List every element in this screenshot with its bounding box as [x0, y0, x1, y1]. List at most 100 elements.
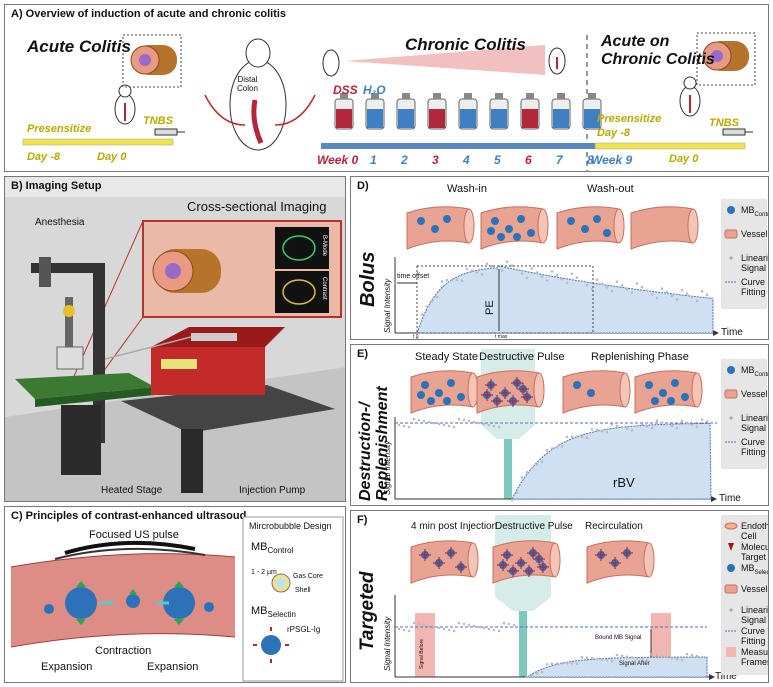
- legend-label: MBSelectin: [741, 563, 768, 576]
- signal-point: [495, 267, 499, 271]
- bottle-icon: [458, 93, 478, 130]
- focused-us-label: Focused US pulse: [89, 529, 179, 541]
- signal-point: [512, 623, 516, 627]
- signal-point: [555, 446, 559, 449]
- signal-point: [515, 491, 519, 494]
- recirculation-label: Recirculation: [585, 521, 643, 532]
- signal-point: [595, 428, 599, 432]
- signal-point: [455, 278, 459, 282]
- signal-point: [665, 291, 669, 294]
- signal-point: [447, 424, 451, 428]
- aoc-colon-inset: [696, 32, 756, 86]
- acute-timeline: [22, 138, 174, 146]
- bottle-icon: [396, 93, 416, 130]
- presensitize-label-2: Presensitize: [597, 113, 662, 125]
- expansion-label-2: Expansion: [147, 661, 199, 673]
- heated-stage-icon: [15, 373, 155, 475]
- mb-control-icon: [421, 381, 429, 389]
- bottle-icon: [365, 93, 385, 130]
- cross-section-inset: [70, 220, 342, 384]
- signal-point: [530, 673, 534, 677]
- signal-point: [520, 476, 524, 479]
- mb-control-label: MBControl: [251, 541, 293, 555]
- mb-selectin-icon: [533, 553, 545, 565]
- mb-selectin-sub: Selectin: [267, 610, 296, 620]
- signal-point: [437, 626, 441, 630]
- legend-label: Linearized Signal: [741, 413, 769, 433]
- injection-pump-icon: [121, 327, 335, 493]
- signal-after-label: Signal After: [619, 661, 650, 667]
- signal-point: [655, 419, 659, 422]
- signal-point: [470, 269, 474, 272]
- signal-point: [590, 428, 594, 431]
- signal-point: [645, 424, 649, 428]
- signal-point: [575, 435, 579, 438]
- signal-point: [670, 294, 674, 298]
- signal-point: [507, 622, 511, 626]
- signal-point: [655, 654, 659, 657]
- mb-selectin-text: MB: [251, 605, 268, 617]
- signal-point: [690, 653, 694, 657]
- acute-title: Acute Colitis: [27, 37, 131, 56]
- bottle-icon: [582, 93, 602, 130]
- signal-point: [660, 287, 664, 290]
- signal-point: [457, 417, 461, 421]
- signal-point: [700, 418, 704, 421]
- signal-point: [640, 423, 644, 426]
- vessel-segment-icon: [406, 206, 475, 250]
- signal-point: [585, 283, 589, 287]
- signal-point: [610, 659, 614, 663]
- destructive-label: Destructive Pulse: [479, 351, 565, 363]
- signal-point: [590, 657, 594, 660]
- signal-point: [480, 273, 484, 276]
- measured-frame-1: [415, 613, 435, 677]
- signal-point: [482, 626, 486, 630]
- f-ylabel: Signal Intensity: [383, 616, 392, 671]
- signal-point: [660, 654, 664, 658]
- signal-point: [630, 656, 634, 659]
- signal-point: [635, 282, 639, 285]
- signal-point: [685, 652, 689, 656]
- mb-control-icon: [457, 393, 465, 401]
- legend-label: Molecular Target: [741, 542, 768, 562]
- mb-selectin-icon: [507, 565, 519, 577]
- signal-point: [427, 420, 431, 424]
- legend-swatch-icon: [725, 413, 737, 423]
- vessel-segment-icon: [586, 540, 655, 584]
- week-label: 1: [370, 153, 377, 167]
- contraction-label: Contraction: [95, 645, 152, 657]
- panel-f: F) Targeted 4 min post Injection Destruc…: [350, 510, 769, 683]
- legend-label: Measured Frames: [741, 647, 769, 667]
- mb-selectin-icon: [511, 377, 523, 389]
- presensitize-label: Presensitize: [27, 123, 92, 135]
- mb-control-icon: [581, 225, 589, 233]
- legend-label: Vessel: [741, 229, 768, 239]
- signal-point: [440, 280, 444, 283]
- contrast-label: Contrast: [321, 277, 327, 300]
- signal-point: [630, 428, 634, 432]
- signal-point: [610, 289, 614, 293]
- signal-point: [485, 262, 489, 266]
- chronic-mouse-left-icon: [322, 49, 340, 77]
- signal-point: [665, 655, 669, 659]
- panel-c: C) Principles of contrast-enhanced ultra…: [4, 506, 346, 683]
- signal-point: [695, 425, 699, 428]
- wash-in-label: Wash-in: [447, 183, 487, 195]
- mb-control-icon: [567, 217, 575, 225]
- signal-point: [442, 423, 446, 427]
- panel-d: D) Bolus Wash-in Wash-out time offset PE…: [350, 176, 769, 340]
- dr-plot: [394, 349, 717, 502]
- mb-control-sub: Control: [267, 546, 294, 556]
- rbv-label: rBV: [613, 475, 635, 490]
- day-0-label-2: Day 0: [669, 153, 699, 165]
- mb-selectin-icon: [501, 549, 513, 561]
- signal-point: [690, 423, 694, 426]
- signal-point: [575, 276, 579, 279]
- mb-control-icon: [443, 215, 451, 223]
- signal-point: [525, 675, 529, 679]
- signal-point: [580, 435, 584, 439]
- signal-point: [615, 280, 619, 283]
- signal-point: [555, 662, 559, 665]
- signal-point: [505, 260, 509, 263]
